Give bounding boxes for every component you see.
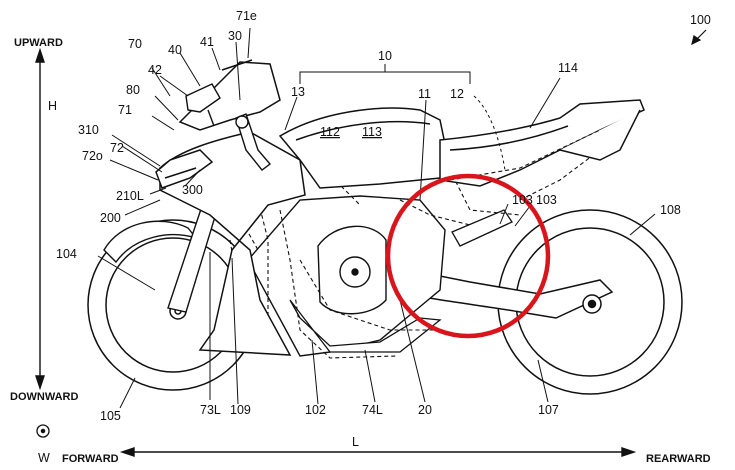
- label-200: 200: [100, 211, 121, 225]
- w-axis-symbol: [36, 424, 50, 438]
- h-axis-label: H: [48, 99, 57, 113]
- mirror: [185, 83, 221, 127]
- label-103-first: 103: [512, 193, 533, 207]
- l-axis-label: L: [352, 435, 359, 449]
- label-71e: 71e: [236, 9, 257, 23]
- label-73L: 73L: [200, 403, 221, 417]
- rearward-label: REARWARD: [646, 453, 711, 465]
- label-71: 71: [118, 103, 132, 117]
- label-40: 40: [168, 43, 182, 57]
- label-13: 13: [291, 85, 305, 99]
- label-112: 112: [320, 125, 340, 139]
- downward-label: DOWNWARD: [10, 391, 78, 403]
- rear-shock: [451, 209, 513, 247]
- label-103-second: 103: [536, 193, 557, 207]
- forward-label: FORWARD: [62, 453, 119, 465]
- front-fender: [103, 220, 198, 264]
- label-109: 109: [230, 403, 251, 417]
- figure-number-label: 100: [690, 13, 711, 27]
- w-axis-label: W: [38, 451, 50, 465]
- engine-body: [247, 195, 446, 357]
- label-210L: 210L: [116, 189, 144, 203]
- upward-label: UPWARD: [14, 37, 63, 49]
- label-104: 104: [56, 247, 77, 261]
- label-72o: 72o: [82, 149, 103, 163]
- windscreen: [178, 59, 281, 131]
- label-12: 12: [450, 87, 464, 101]
- label-114: 114: [558, 61, 578, 75]
- vertical-direction-arrow: [35, 47, 45, 391]
- label-42: 42: [148, 63, 162, 77]
- label-70: 70: [128, 37, 142, 51]
- label-10: 10: [378, 49, 392, 63]
- label-107: 107: [538, 403, 559, 417]
- label-108: 108: [660, 203, 681, 217]
- handlebar: [235, 113, 272, 171]
- label-74L: 74L: [362, 403, 383, 417]
- label-11: 11: [418, 87, 431, 101]
- label-310: 310: [78, 123, 99, 137]
- label-30: 30: [228, 29, 242, 43]
- label-102: 102: [305, 403, 326, 417]
- front-fairing: [155, 131, 306, 356]
- label-20: 20: [418, 403, 432, 417]
- label-105: 105: [100, 409, 121, 423]
- label-113: 113: [362, 125, 382, 139]
- label-80: 80: [126, 83, 140, 97]
- label-300: 300: [182, 183, 203, 197]
- label-72: 72: [110, 141, 124, 155]
- fuel-tank: [278, 107, 451, 189]
- seat-tail: [439, 99, 645, 187]
- leader-lines: [97, 27, 656, 409]
- horizontal-direction-arrow: [119, 447, 637, 457]
- label-41: 41: [200, 35, 214, 49]
- figure-number-arrow: [691, 29, 707, 46]
- highlight-circle: [385, 173, 551, 339]
